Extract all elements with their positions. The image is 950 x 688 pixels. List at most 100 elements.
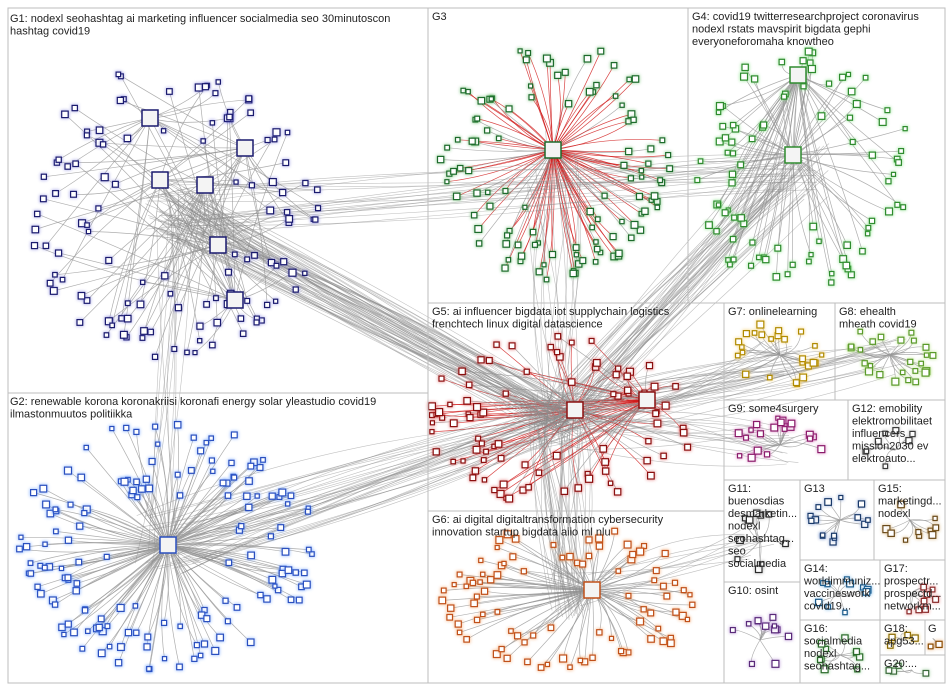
bundle-edge (559, 198, 805, 415)
node (547, 343, 554, 351)
node (27, 560, 34, 566)
node (596, 629, 603, 636)
bundle-edge (151, 176, 802, 236)
node (224, 618, 231, 625)
node (148, 457, 156, 466)
node (797, 328, 805, 335)
node (520, 568, 527, 575)
node (524, 658, 531, 666)
group-label-g10: G10: osint (728, 585, 778, 597)
bundle-edge (161, 180, 790, 226)
node (627, 175, 635, 182)
node (597, 47, 605, 55)
node (83, 132, 90, 139)
edge (118, 74, 246, 149)
bundle-edge (547, 366, 883, 401)
node (877, 333, 885, 341)
bundle-edge (136, 403, 548, 528)
node (841, 634, 849, 642)
node (58, 565, 65, 572)
node (260, 457, 266, 463)
node (69, 190, 77, 198)
node (473, 403, 482, 412)
node (630, 220, 639, 229)
node (446, 613, 454, 621)
bundle-edge (146, 414, 547, 544)
group-label-g5: G5: ai influencer bigdata iot supplychai… (432, 306, 670, 331)
node (197, 652, 204, 659)
node (502, 240, 511, 248)
group-label-line: seohashtag... (804, 661, 870, 673)
node (109, 425, 115, 432)
node (450, 167, 458, 175)
node (244, 256, 251, 263)
node (268, 575, 277, 584)
node (862, 587, 871, 596)
edge (120, 100, 246, 149)
node (874, 437, 882, 445)
node (915, 528, 922, 536)
node (530, 632, 537, 639)
node (84, 628, 91, 635)
node (772, 273, 781, 281)
edge (552, 79, 630, 151)
node (639, 174, 645, 180)
node (635, 192, 644, 201)
node (511, 534, 520, 543)
edge (779, 442, 822, 450)
node (544, 661, 551, 668)
node (501, 264, 509, 272)
node (655, 625, 662, 632)
node (592, 259, 599, 265)
node (473, 616, 481, 624)
node (663, 592, 671, 600)
bundle-edge (578, 359, 775, 402)
node (478, 440, 485, 447)
node (567, 378, 576, 386)
node (884, 207, 894, 216)
edge (73, 544, 169, 633)
edge (167, 544, 205, 645)
node (599, 445, 608, 453)
bundle-edge (564, 423, 763, 454)
node (295, 596, 303, 604)
node (146, 665, 152, 672)
node (468, 137, 476, 145)
node (494, 440, 503, 448)
node (273, 262, 280, 269)
node (800, 83, 807, 90)
node (59, 276, 66, 283)
node (119, 330, 128, 339)
node (554, 71, 562, 80)
node (514, 241, 522, 249)
node (147, 328, 155, 336)
node (592, 359, 601, 367)
node (652, 410, 660, 418)
bundle-edge (150, 191, 193, 570)
bundle-edge (584, 352, 906, 394)
node (429, 420, 435, 426)
node (475, 240, 483, 247)
node (456, 571, 463, 578)
edge (792, 154, 894, 175)
node (463, 635, 470, 643)
node (820, 665, 829, 674)
group-label-line: G11: (728, 483, 751, 495)
node (868, 217, 876, 225)
node (882, 463, 889, 470)
node (659, 582, 667, 590)
node (905, 377, 912, 384)
node (22, 542, 31, 551)
node (935, 640, 943, 648)
node (480, 611, 486, 618)
node (640, 606, 647, 613)
node (502, 390, 509, 397)
edge (35, 184, 206, 230)
node (194, 83, 203, 92)
node (499, 480, 508, 489)
group-label-line: prospectr... (884, 576, 938, 588)
node (292, 286, 299, 293)
node (312, 216, 319, 223)
node (612, 93, 619, 99)
node (857, 328, 864, 335)
